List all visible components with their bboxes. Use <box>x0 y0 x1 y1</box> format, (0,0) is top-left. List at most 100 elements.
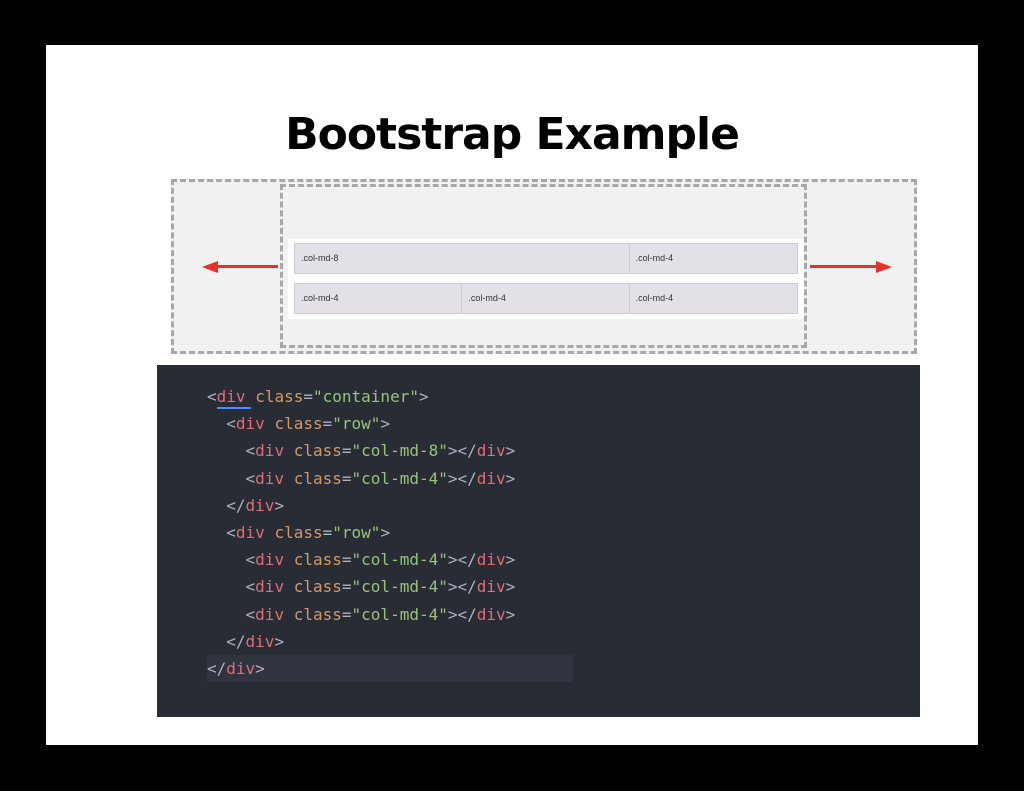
code-line: <div class="container"> <box>207 383 573 410</box>
code-token-attr: class <box>293 577 342 597</box>
code-token-attr: class <box>255 387 304 406</box>
slide: Bootstrap Example .col-md-8 .col-md-4 .c… <box>46 45 978 745</box>
code-space <box>265 523 275 542</box>
code-token-eq: = <box>341 577 352 597</box>
code-token-eq: = <box>341 550 352 570</box>
grid-panel: .col-md-8 .col-md-4 .col-md-4 .col-md-4 … <box>288 239 804 319</box>
code-token-tag: div <box>255 550 285 570</box>
code-token-open: < <box>245 577 256 597</box>
code-token-close: > <box>418 387 429 406</box>
code-space <box>284 469 294 488</box>
code-space <box>284 577 294 596</box>
code-token-end: div <box>476 577 506 597</box>
code-token-end: div <box>476 604 506 624</box>
code-line: <div class="col-md-4"></div> <box>207 573 573 600</box>
code-token-close: > <box>380 414 391 434</box>
code-token-attr: class <box>274 522 323 542</box>
code-line: <div class="col-md-4"></div> <box>207 546 573 573</box>
code-token-indent <box>207 496 226 515</box>
container-box: .col-md-8 .col-md-4 .col-md-4 .col-md-4 … <box>280 184 807 348</box>
grid-cell: .col-md-4 <box>635 253 674 263</box>
code-space <box>265 414 275 433</box>
code-token-end: div <box>476 468 506 488</box>
code-space <box>284 550 294 569</box>
code-line: <div class="col-md-4"></div> <box>207 465 573 492</box>
code-token-tag: div <box>226 658 256 678</box>
code-token-attr: class <box>293 604 342 624</box>
code-space <box>246 387 256 406</box>
fluid-viewport-diagram: .col-md-8 .col-md-4 .col-md-4 .col-md-4 … <box>171 179 917 354</box>
code-token-open: < <box>245 468 256 488</box>
code-token-end: div <box>476 441 506 461</box>
code-token-open: </ <box>226 631 246 651</box>
code-token-indent <box>207 550 246 569</box>
code-token-indent <box>207 469 246 488</box>
code-line: <div class="col-md-4"></div> <box>207 601 573 628</box>
code-token-attr: class <box>293 550 342 570</box>
code-token-value: "col-md-4" <box>351 577 448 597</box>
code-token-close: ></ <box>447 604 477 624</box>
code-token-value: "row" <box>332 522 381 542</box>
grid-row-2: .col-md-4 .col-md-4 .col-md-4 <box>294 283 798 314</box>
code-token-eq: = <box>341 468 352 488</box>
code-token-indent <box>207 441 246 460</box>
code-token-open: < <box>226 414 236 434</box>
code-token-attr: class <box>274 414 323 434</box>
code-token-open: </ <box>226 495 246 515</box>
code-token-indent <box>207 577 246 596</box>
code-line: <div class="row"> <box>207 519 573 546</box>
code-token-indent <box>207 414 226 433</box>
code-token-open: < <box>226 522 236 542</box>
code-token-value: "col-md-4" <box>351 550 448 570</box>
code-token-eq: = <box>322 414 333 434</box>
grid-row-1: .col-md-8 .col-md-4 <box>294 243 798 274</box>
code-token-open: < <box>245 604 256 624</box>
grid-cell: .col-md-4 <box>462 284 630 313</box>
code-line: </div> <box>207 654 573 683</box>
code-punct: > <box>505 441 516 461</box>
code-token-attr: class <box>293 441 342 461</box>
code-token-value: "col-md-4" <box>351 468 448 488</box>
code-token-tag: div <box>245 495 275 515</box>
code-token-indent <box>207 632 226 651</box>
code-token-tag: div <box>216 387 246 406</box>
code-token-open: < <box>245 441 256 461</box>
code-punct: > <box>505 577 516 597</box>
grid-cell: .col-md-4 <box>295 284 463 313</box>
code-token-eq: = <box>341 441 352 461</box>
code-token-close: > <box>274 495 285 515</box>
code-space <box>284 441 294 460</box>
grid-cell: .col-md-8 <box>295 244 630 273</box>
code-token-indent <box>207 605 246 624</box>
code-token-close: > <box>274 631 285 651</box>
code-punct: > <box>505 468 516 488</box>
code-token-open: </ <box>207 658 227 678</box>
code-token-close: ></ <box>447 468 477 488</box>
code-token-tag: div <box>235 414 265 434</box>
bracket-match-underline <box>217 407 251 409</box>
code-token-indent <box>207 523 226 542</box>
code-space <box>284 605 294 624</box>
code-token-end: div <box>476 550 506 570</box>
slide-title: Bootstrap Example <box>285 109 740 160</box>
code-editor: <div class="container"> <div class="row"… <box>157 365 920 717</box>
code-token-close: ></ <box>447 550 477 570</box>
code-punct: > <box>505 604 516 624</box>
code-token-tag: div <box>255 441 285 461</box>
grid-cell: .col-md-4 <box>635 293 674 303</box>
code-line: <div class="col-md-8"></div> <box>207 437 573 464</box>
code-token-close: ></ <box>447 441 477 461</box>
code-token-tag: div <box>255 604 285 624</box>
code-token-tag: div <box>235 522 265 542</box>
code-token-tag: div <box>245 631 275 651</box>
code-block: <div class="container"> <div class="row"… <box>207 383 573 683</box>
code-token-value: "container" <box>313 387 419 406</box>
code-line: </div> <box>207 628 573 655</box>
code-token-close: > <box>255 658 265 678</box>
code-token-tag: div <box>255 577 285 597</box>
code-line: <div class="row"> <box>207 410 573 437</box>
code-token-open: < <box>245 550 256 570</box>
code-token-close: > <box>380 522 391 542</box>
code-token-eq: = <box>341 604 352 624</box>
code-token-eq: = <box>303 387 313 406</box>
